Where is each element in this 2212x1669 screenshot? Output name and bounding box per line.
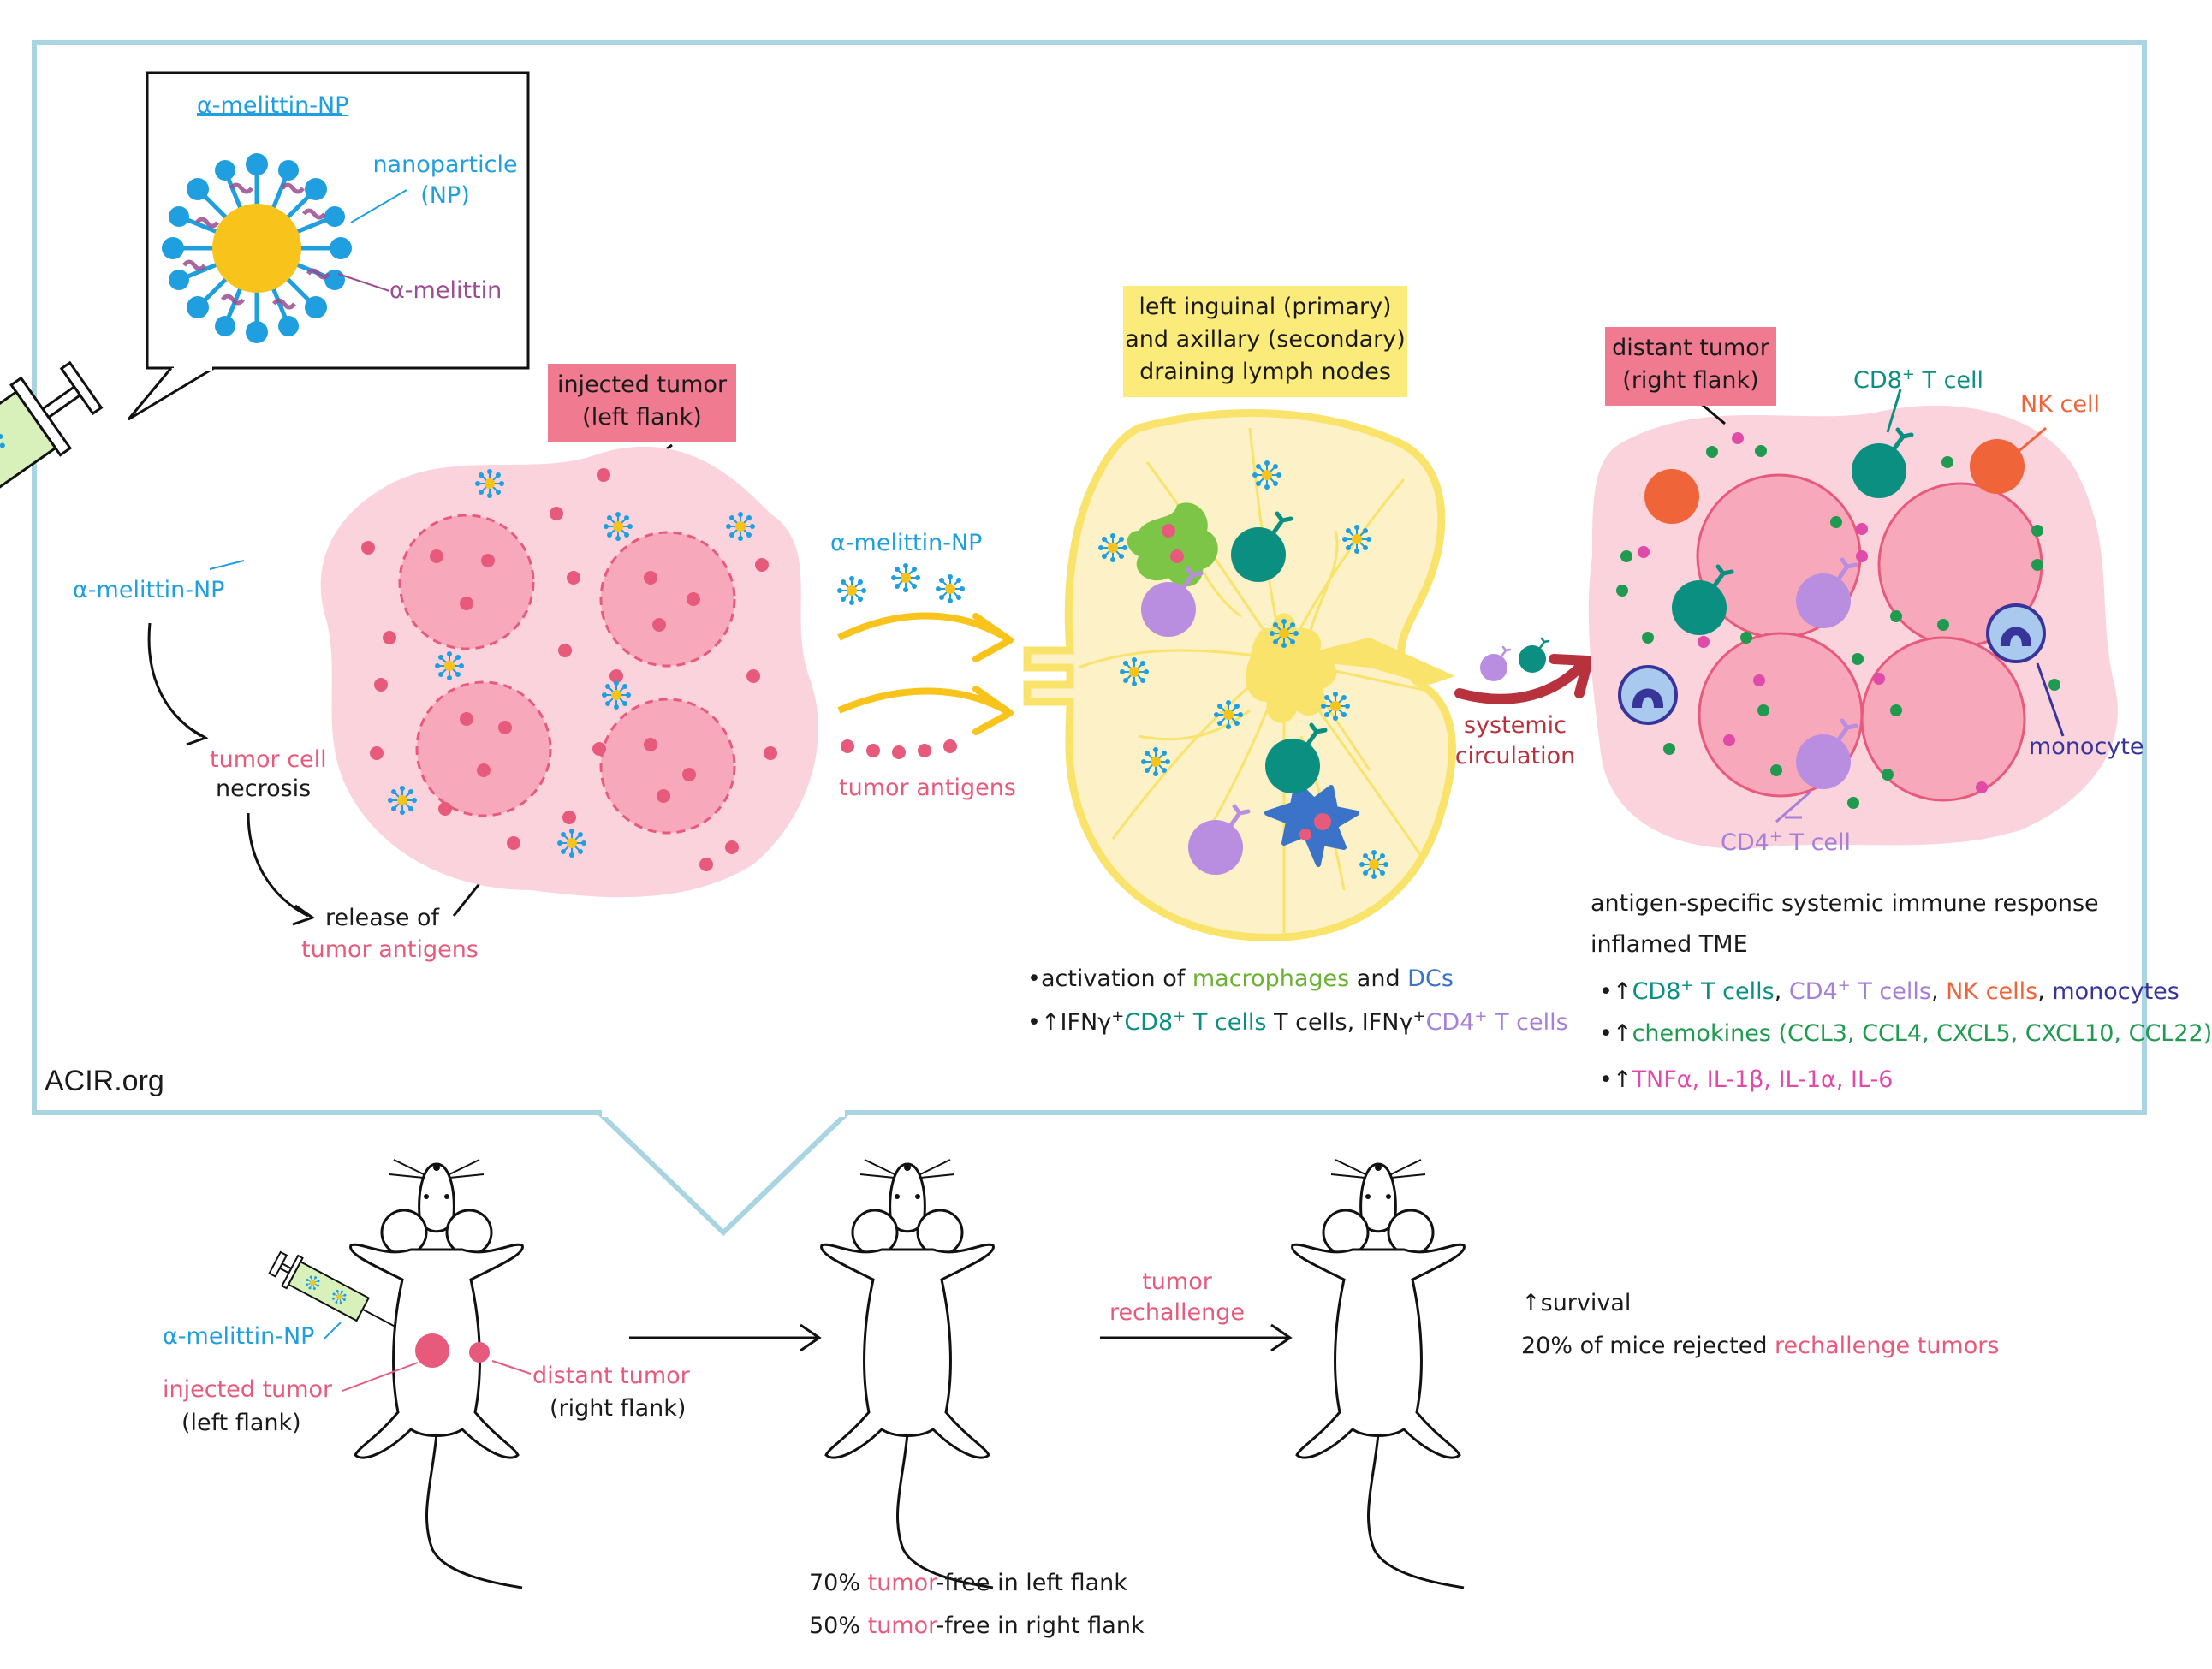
inflamed-tme: inflamed TME: [1591, 931, 1748, 958]
survival-label: ↑survival: [1521, 1290, 1632, 1316]
arrow-np-label: α-melittin-NP: [830, 530, 983, 556]
cd8-cell-label: CD8+ T cell: [1853, 365, 1984, 394]
bottom-syringe-label: α-melittin-NP: [163, 1323, 315, 1350]
result-right-flank: 50% tumor-free in right flank: [809, 1613, 1145, 1639]
bottom-distant-tumor-label: distant tumor: [532, 1363, 690, 1389]
inset-title: α-melittin-NP: [197, 92, 349, 119]
syringe-label: α-melittin-NP: [73, 577, 225, 603]
bottom-left-flank-label: (left flank): [181, 1410, 301, 1436]
lymph-bullet-2: •↑IFNγ+CD8+ T cells T cells, IFNγ+CD4+ T…: [1027, 1007, 1568, 1036]
response-bullet-cytokines: •↑TNFα, IL-1β, IL-1α, IL-6: [1599, 1066, 1894, 1093]
rechallenge-label: tumor rechallenge: [1109, 1268, 1246, 1326]
nk-cell-label: NK cell: [2020, 391, 2100, 418]
mouse-2: [820, 1158, 995, 1589]
acir-watermark: ACIR.org: [45, 1065, 164, 1097]
cd4-cell-label: CD4+ T cell: [1721, 828, 1852, 856]
distant-tumor-box: distant tumor (right flank): [1605, 327, 1776, 406]
top-panel-frame: [32, 40, 2147, 1115]
systemic-circulation-label: systemic circulation: [1454, 712, 1576, 769]
syringe-icon: [0, 360, 104, 554]
bottom-injected-tumor-label: injected tumor: [163, 1376, 333, 1403]
rechallenge-rejected: 20% of mice rejected rechallenge tumors: [1521, 1333, 2000, 1359]
large-nanoparticle-icon: [162, 153, 352, 343]
lymph-node: [1023, 409, 1456, 941]
release-tumor-antigens-label: tumor antigens: [301, 936, 479, 963]
inset-melittin-label: α-melittin: [389, 277, 502, 304]
inset-np-label: nanoparticle (NP): [372, 151, 518, 209]
nanoparticle-inset-box: [146, 71, 530, 370]
response-title: antigen-specific systemic immune respons…: [1591, 890, 2099, 917]
systemic-arrow: [1454, 662, 1585, 704]
lymph-node-box: left inguinal (primary) and axillary (se…: [1123, 286, 1407, 397]
response-bullet-cells: •↑CD8+ T cells, CD4+ T cells, NK cells, …: [1599, 977, 2179, 1005]
necrosis-label: necrosis: [216, 775, 312, 802]
distant-tumor: [1588, 405, 2118, 849]
release-of-label: release of: [325, 905, 440, 931]
antigen-arrow: [837, 687, 1008, 714]
lymph-bullet-1: •activation of macrophages and DCs: [1027, 965, 1454, 992]
arrow-antigen-label: tumor antigens: [839, 775, 1016, 801]
result-left-flank: 70% tumor-free in left flank: [809, 1570, 1127, 1596]
monocyte-icon: [1986, 603, 2046, 663]
mouse-1: [349, 1158, 524, 1589]
monocyte-label: monocyte: [2029, 734, 2144, 760]
frame-pointer: [597, 1110, 850, 1237]
bottom-distant-tumor: [469, 1342, 490, 1363]
bottom-right-flank-label: (right flank): [550, 1395, 687, 1422]
injected-tumor: [320, 446, 818, 898]
bottom-injected-tumor: [415, 1333, 449, 1368]
tumor-cell-label: tumor cell: [210, 746, 327, 773]
mouse-3: [1291, 1158, 1466, 1589]
response-bullet-chemokines: •↑chemokines (CCL3, CCL4, CXCL5, CXCL10,…: [1599, 1020, 2212, 1047]
small-syringe-icon: [268, 1250, 396, 1328]
injected-tumor-box: injected tumor (left flank): [548, 364, 736, 442]
